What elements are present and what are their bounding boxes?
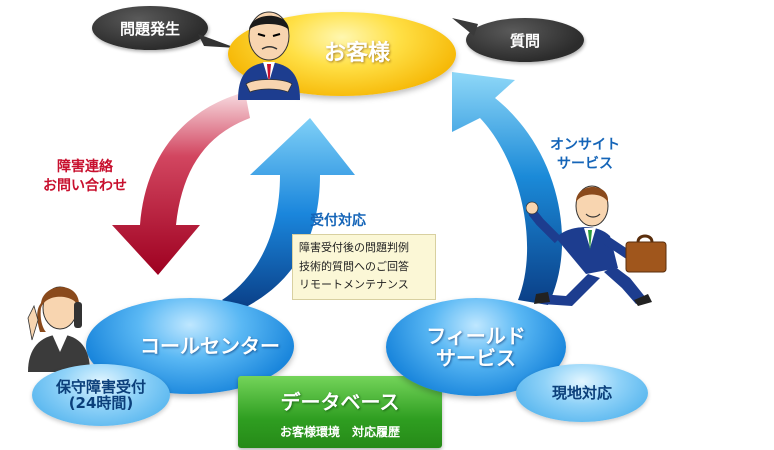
problem-bubble-tail bbox=[198, 34, 236, 48]
question-bubble-text: 質問 bbox=[509, 31, 540, 50]
failure-contact-line1: 障害連絡 bbox=[57, 159, 113, 175]
question-bubble-tail bbox=[452, 18, 478, 36]
reception-response-label: 受付対応 bbox=[310, 213, 366, 229]
database-subtitle: お客様環境 対応履歴 bbox=[279, 425, 400, 439]
red-arrow-failure-contact bbox=[112, 92, 250, 275]
detail-line-2: 技術的質問へのご回答 bbox=[299, 259, 409, 273]
reception-line2: (24時間) bbox=[68, 394, 134, 412]
detail-line-1: 障害受付後の問題判例 bbox=[299, 241, 409, 254]
field-service-line1: フィールド bbox=[426, 324, 526, 348]
customer-person-icon bbox=[238, 11, 300, 100]
onsite-response-node: 現地対応 bbox=[516, 364, 648, 422]
onsite-service-line1: オンサイト bbox=[550, 137, 620, 153]
database-title: データベース bbox=[280, 390, 400, 414]
problem-bubble: 問題発生 bbox=[92, 6, 208, 50]
onsite-service-label: オンサイト サービス bbox=[540, 136, 630, 174]
running-engineer-icon bbox=[526, 185, 667, 306]
problem-bubble-text: 問題発生 bbox=[119, 19, 180, 38]
onsite-service-line2: サービス bbox=[557, 155, 613, 172]
onsite-response-label: 現地対応 bbox=[551, 383, 612, 402]
call-center-label: コールセンター bbox=[140, 334, 280, 358]
database-box: データベース お客様環境 対応履歴 bbox=[238, 376, 442, 448]
blue-arrow-reception-response bbox=[222, 118, 355, 310]
reception-24h-node: 保守障害受付 (24時間) bbox=[32, 364, 170, 426]
operator-person-icon bbox=[27, 286, 90, 372]
call-center-node: コールセンター bbox=[86, 298, 294, 394]
field-service-line2: サービス bbox=[435, 346, 516, 370]
failure-contact-label: 障害連絡 お問い合わせ bbox=[20, 158, 150, 196]
blue-arrow-onsite-service bbox=[452, 72, 563, 305]
failure-contact-line2: お問い合わせ bbox=[43, 177, 127, 194]
reception-detail-box: 障害受付後の問題判例 技術的質問へのご回答 リモートメンテナンス bbox=[292, 234, 436, 301]
customer-label: お客様 bbox=[323, 40, 390, 66]
detail-line-3: リモートメンテナンス bbox=[299, 278, 409, 292]
reception-line1: 保守障害受付 bbox=[55, 377, 146, 396]
question-bubble: 質問 bbox=[466, 18, 584, 62]
